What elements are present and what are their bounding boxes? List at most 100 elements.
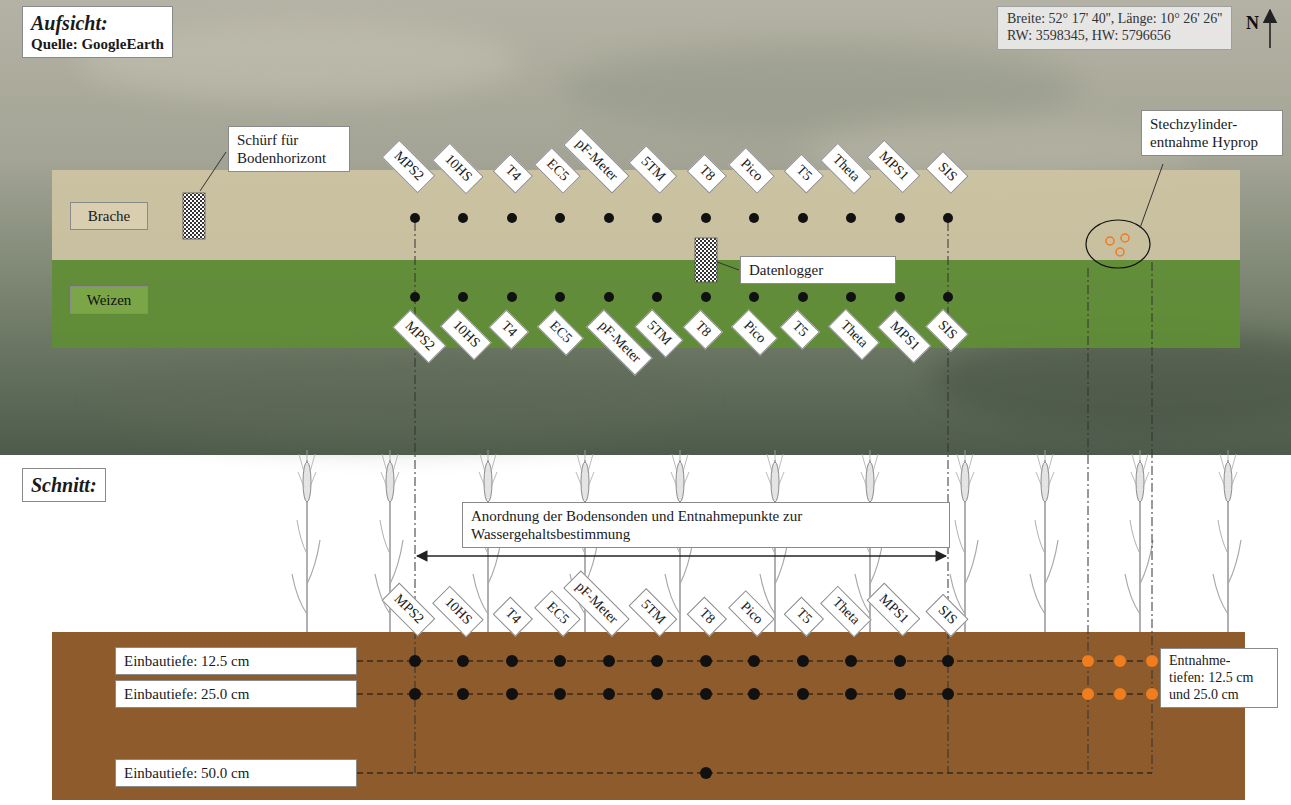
sample-dot xyxy=(1146,688,1158,700)
node-text: T8 xyxy=(695,605,718,628)
probe-label: SIS xyxy=(926,151,969,194)
probe-dot xyxy=(410,213,420,223)
callout-box: Entnahme- tiefen: 12.5 cm und 25.0 cm xyxy=(1160,648,1278,708)
node-text: T4 xyxy=(497,318,520,341)
node-text: Stechzylinder- entnahme Hyprop xyxy=(1150,115,1274,151)
probe-dots xyxy=(409,213,954,779)
node-text: Schnitt: xyxy=(31,473,97,497)
probe-dot xyxy=(652,213,662,223)
probe-dot xyxy=(749,213,759,223)
node-text: pF-Meter xyxy=(572,579,621,628)
node-text: Pico xyxy=(737,599,766,628)
probe-label: T5 xyxy=(780,309,820,349)
probe-dot xyxy=(409,655,421,667)
node-text: 10HS xyxy=(441,594,475,628)
probe-dot xyxy=(604,213,614,223)
sample-dot xyxy=(1146,655,1158,667)
probe-dot xyxy=(652,292,662,302)
probe-dot xyxy=(846,213,856,223)
callout-box: Datenlogger xyxy=(740,256,896,284)
probe-dot xyxy=(554,655,566,667)
sample-dot xyxy=(1082,655,1094,667)
probe-dot xyxy=(845,688,857,700)
leader-line xyxy=(1140,164,1163,228)
probe-dot xyxy=(507,292,517,302)
leader-line xyxy=(717,262,739,270)
soil-pit xyxy=(183,193,205,239)
node-text: Theta xyxy=(829,594,863,628)
coordinate-box: Breite: 52° 17' 40'', Länge: 10° 26' 26'… xyxy=(997,6,1232,50)
probe-label: MPS1 xyxy=(867,140,921,194)
node-text: MPS2 xyxy=(401,318,438,355)
node-text: MPS1 xyxy=(875,148,912,185)
node-text: Entnahme- tiefen: 12.5 cm und 25.0 cm xyxy=(1169,653,1269,703)
probe-label: Theta xyxy=(828,309,879,360)
probe-dot xyxy=(894,655,906,667)
probe-label: pF-Meter xyxy=(563,127,629,193)
probe-label: T8 xyxy=(683,309,723,349)
sample-core xyxy=(1121,234,1129,242)
probe-label: 5TM xyxy=(629,588,678,637)
node-text: EC5 xyxy=(543,599,572,628)
probe-label: Pico xyxy=(731,309,777,355)
probe-dot xyxy=(797,655,809,667)
node-text: Einbautiefe: 25.0 cm xyxy=(124,685,348,703)
node-text: 10HS xyxy=(449,317,483,351)
probe-dot xyxy=(409,688,421,700)
node-text: Breite: 52° 17' 40'', Länge: 10° 26' 26'… xyxy=(1007,11,1222,28)
probe-dot xyxy=(895,213,905,223)
probe-label: 10HS xyxy=(440,309,491,360)
probe-dot xyxy=(748,655,760,667)
node-text: 5TM xyxy=(637,154,669,186)
probe-label: 10HS xyxy=(432,143,483,194)
probe-dot xyxy=(507,213,517,223)
probe-label: SIS xyxy=(926,594,969,637)
probe-label: Pico xyxy=(728,147,774,193)
probe-dot xyxy=(506,655,518,667)
probe-dot xyxy=(894,688,906,700)
leader-line xyxy=(200,152,226,191)
probe-label: MPS2 xyxy=(382,140,436,194)
probe-dot xyxy=(506,688,518,700)
node-text: MPS1 xyxy=(875,591,912,628)
probe-dot xyxy=(943,292,953,302)
depth-label: Einbautiefe: 12.5 cm xyxy=(115,647,357,675)
probe-dot xyxy=(797,688,809,700)
wheat-plant xyxy=(292,450,320,632)
depth-line xyxy=(357,772,1152,773)
node-text: pF-Meter xyxy=(572,136,621,185)
probe-label: T5 xyxy=(784,153,824,193)
probe-dot xyxy=(603,655,615,667)
node-text: SIS xyxy=(934,159,960,185)
node-text: Schürf für Bodenhorizont xyxy=(237,131,341,167)
dash-dot-line xyxy=(415,222,1152,773)
node-text: RW: 3598345, HW: 5796656 xyxy=(1007,28,1222,45)
node-text: Pico xyxy=(737,156,766,185)
node-text: SIS xyxy=(934,602,960,628)
node-text: EC5 xyxy=(546,318,575,347)
node-text: T5 xyxy=(792,162,815,185)
callout-box: Anordnung der Bodensonden und Entnahmepu… xyxy=(462,502,950,548)
probe-dot xyxy=(604,292,614,302)
probe-label: T5 xyxy=(784,596,824,636)
probe-dot xyxy=(410,292,420,302)
node-text: EC5 xyxy=(543,156,572,185)
node-text: Brache xyxy=(79,207,139,225)
probe-dot xyxy=(701,292,711,302)
node-text: T5 xyxy=(788,318,811,341)
node-text: T8 xyxy=(691,318,714,341)
aerial-texture xyxy=(100,355,700,445)
node-text: 5TM xyxy=(637,597,669,629)
soil-profile xyxy=(52,632,1245,800)
probe-dot xyxy=(748,688,760,700)
probe-label: T8 xyxy=(687,153,727,193)
node-text: Theta xyxy=(829,151,863,185)
node-text: T5 xyxy=(792,605,815,628)
probe-dot xyxy=(895,292,905,302)
probe-dot xyxy=(700,767,712,779)
fallow-band xyxy=(52,170,1240,260)
probe-label: MPS1 xyxy=(867,583,921,637)
node-text: Einbautiefe: 12.5 cm xyxy=(124,652,348,670)
probe-label: EC5 xyxy=(537,309,583,355)
probe-dot xyxy=(554,688,566,700)
